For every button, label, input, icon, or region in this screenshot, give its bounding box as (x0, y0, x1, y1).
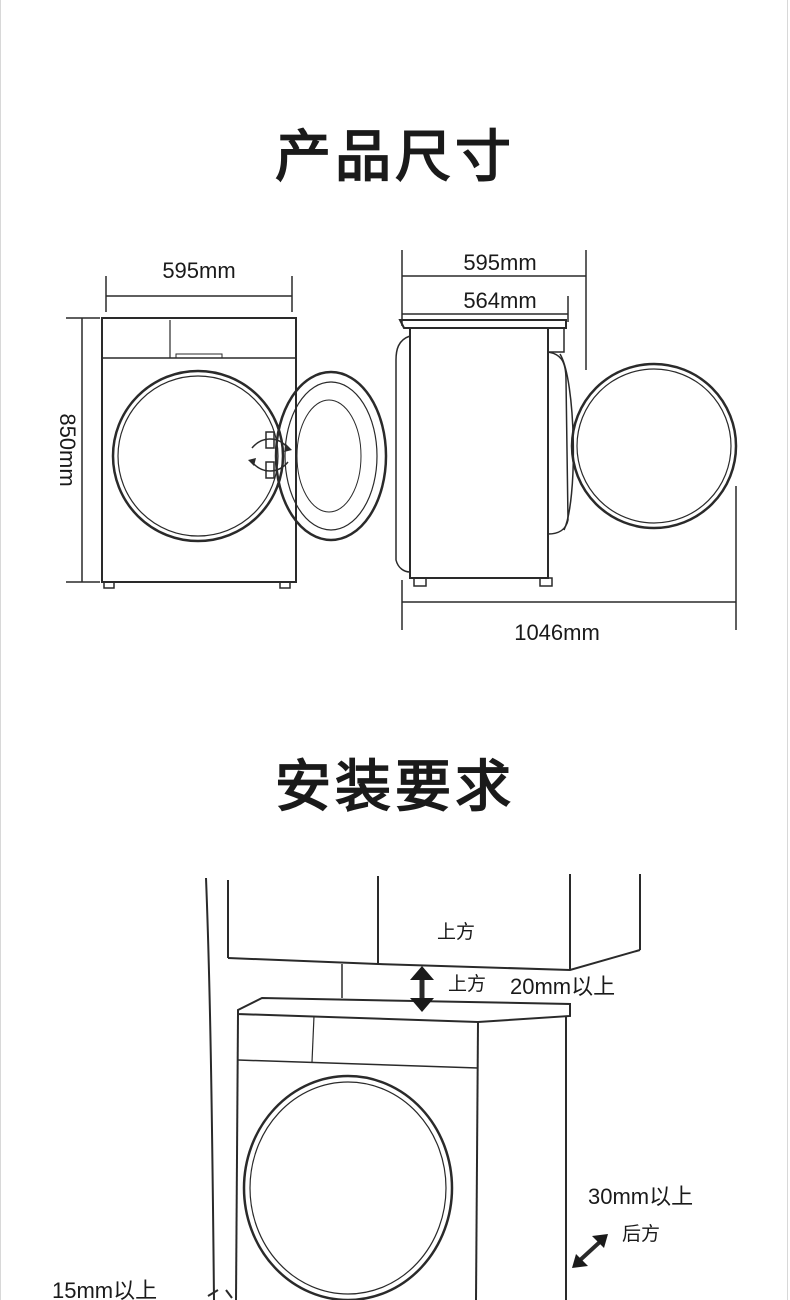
side-depth-total-label: 595mm (463, 250, 536, 275)
front-width-label: 595mm (162, 258, 235, 283)
side-clearance-label: 15mm以上 (52, 1278, 157, 1300)
top-clearance-label: 20mm以上 (510, 974, 615, 999)
installation-drawing (205, 874, 641, 1300)
back-direction-label: 后方 (622, 1223, 660, 1245)
side-view-washer (395, 250, 738, 630)
front-view-washer (66, 276, 388, 589)
back-clearance-label: 30mm以上 (588, 1184, 693, 1209)
installation-title: 安装要求 (275, 755, 515, 820)
door-open-depth-label: 1046mm (514, 620, 600, 645)
cabinet-label: 上方 (437, 921, 475, 943)
side-depth-body-label: 564mm (463, 288, 536, 313)
top-direction-label: 上方 (448, 973, 486, 995)
height-label: 850mm (55, 413, 80, 486)
dimensions-title: 产品尺寸 (275, 125, 515, 190)
